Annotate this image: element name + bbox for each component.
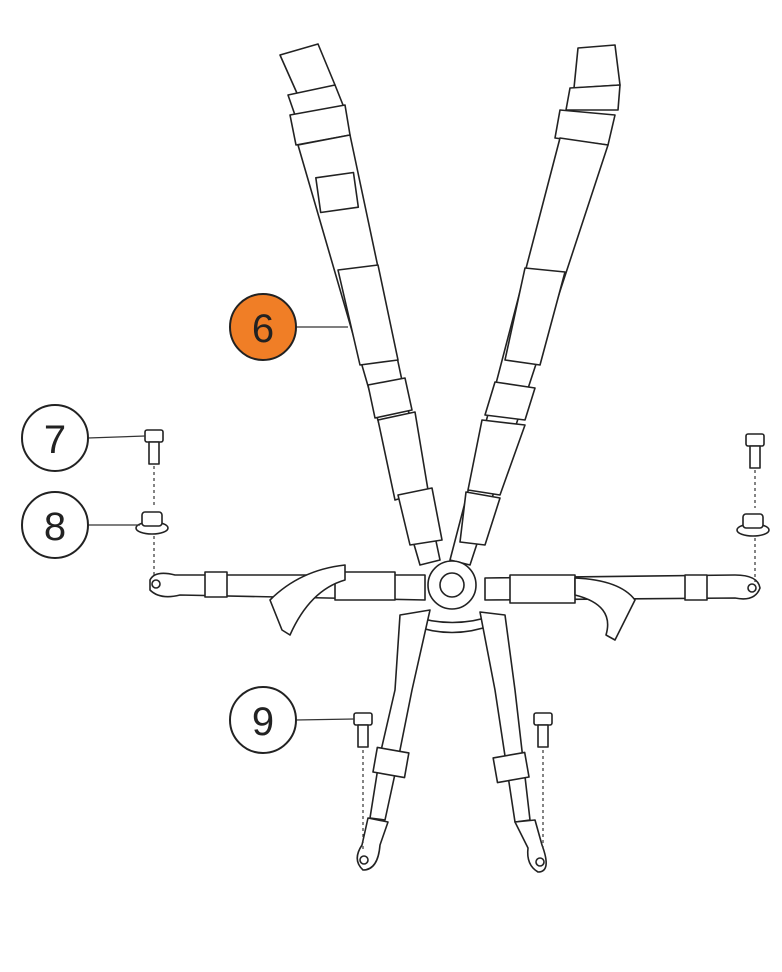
- callout-8[interactable]: 8: [21, 491, 89, 559]
- left-shoulder-strap: [279, 43, 443, 566]
- leader-7: [87, 435, 146, 439]
- right-shoulder-strap: [449, 44, 621, 566]
- right-lap-belt: [484, 574, 761, 641]
- callout-7-label: 7: [44, 418, 66, 462]
- callout-9[interactable]: 9: [229, 686, 297, 754]
- bolt-left-upper: [144, 429, 164, 505]
- leader-9: [295, 718, 355, 721]
- bolt-right-lower: [533, 712, 553, 850]
- buckle: [409, 560, 496, 634]
- callout-6-label: 6: [252, 307, 274, 351]
- callout-9-label: 9: [252, 700, 274, 744]
- spacer-right: [736, 513, 770, 582]
- bolt-left-lower: [353, 712, 373, 850]
- callout-8-label: 8: [44, 505, 66, 549]
- callout-7[interactable]: 7: [21, 404, 89, 472]
- bolt-right-upper: [745, 433, 765, 508]
- left-lap-belt: [149, 564, 426, 636]
- callout-6[interactable]: 6: [229, 293, 297, 361]
- sub-straps: [356, 609, 547, 873]
- spacer-left: [135, 511, 169, 578]
